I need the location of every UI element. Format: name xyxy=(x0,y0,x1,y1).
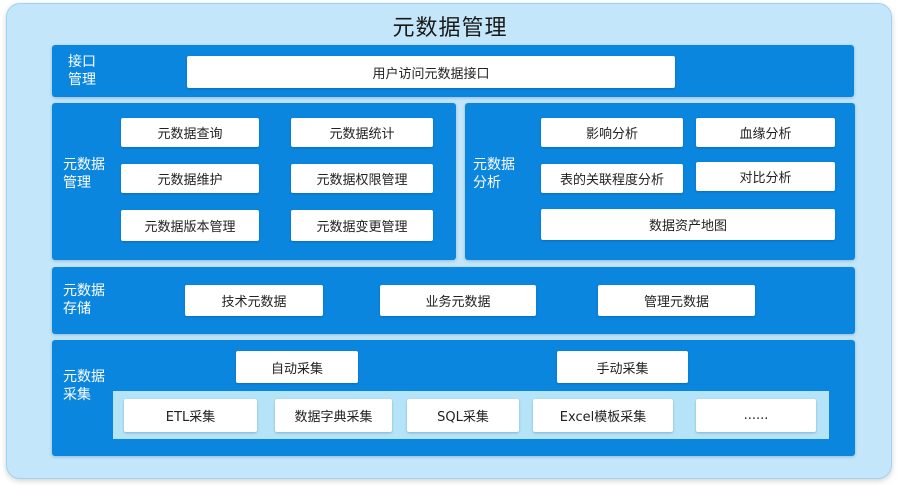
interface-panel: 接口 管理 用户访问元数据接口 xyxy=(52,45,854,97)
table-relation-analysis-box: 表的关联程度分析 xyxy=(541,164,683,193)
comparison-analysis-box: 对比分析 xyxy=(696,162,835,191)
user-access-interface-box: 用户访问元数据接口 xyxy=(187,56,675,88)
sql-collection-box: SQL采集 xyxy=(407,399,519,432)
more-collection-box: ...... xyxy=(696,399,816,432)
storage-label: 元数据 存储 xyxy=(63,283,105,317)
interface-label: 接口 管理 xyxy=(68,54,96,88)
storage-panel: 元数据 存储 技术元数据 业务元数据 管理元数据 xyxy=(52,267,855,334)
management-label: 元数据 管理 xyxy=(63,157,105,191)
auto-collection-box: 自动采集 xyxy=(236,351,358,383)
technical-metadata-box: 技术元数据 xyxy=(185,285,323,316)
lineage-analysis-box: 血缘分析 xyxy=(696,118,835,147)
business-metadata-box: 业务元数据 xyxy=(380,285,536,316)
collection-panel: 元数据 采集 自动采集 手动采集 ETL采集 数据字典采集 SQL采集 Exce… xyxy=(52,340,855,456)
data-asset-map-box: 数据资产地图 xyxy=(541,209,835,240)
analysis-label: 元数据 分析 xyxy=(473,157,515,191)
analysis-panel: 元数据 分析 影响分析 血缘分析 表的关联程度分析 对比分析 数据资产地图 xyxy=(465,103,855,260)
metadata-maintenance-box: 元数据维护 xyxy=(121,164,259,193)
management-panel: 元数据 管理 元数据查询 元数据统计 元数据维护 元数据权限管理 元数据版本管理… xyxy=(52,103,456,260)
diagram-title: 元数据管理 xyxy=(392,16,508,41)
excel-template-collection-box: Excel模板采集 xyxy=(533,399,673,432)
metadata-query-box: 元数据查询 xyxy=(121,118,259,147)
collection-label: 元数据 采集 xyxy=(63,369,105,403)
metadata-version-box: 元数据版本管理 xyxy=(121,210,259,241)
etl-collection-box: ETL采集 xyxy=(124,399,257,432)
metadata-change-box: 元数据变更管理 xyxy=(291,210,433,241)
manual-collection-box: 手动采集 xyxy=(557,351,688,383)
metadata-statistics-box: 元数据统计 xyxy=(291,118,433,147)
management-metadata-box: 管理元数据 xyxy=(598,285,755,316)
data-dictionary-collection-box: 数据字典采集 xyxy=(275,399,392,432)
impact-analysis-box: 影响分析 xyxy=(541,118,683,147)
metadata-permission-box: 元数据权限管理 xyxy=(291,164,433,193)
